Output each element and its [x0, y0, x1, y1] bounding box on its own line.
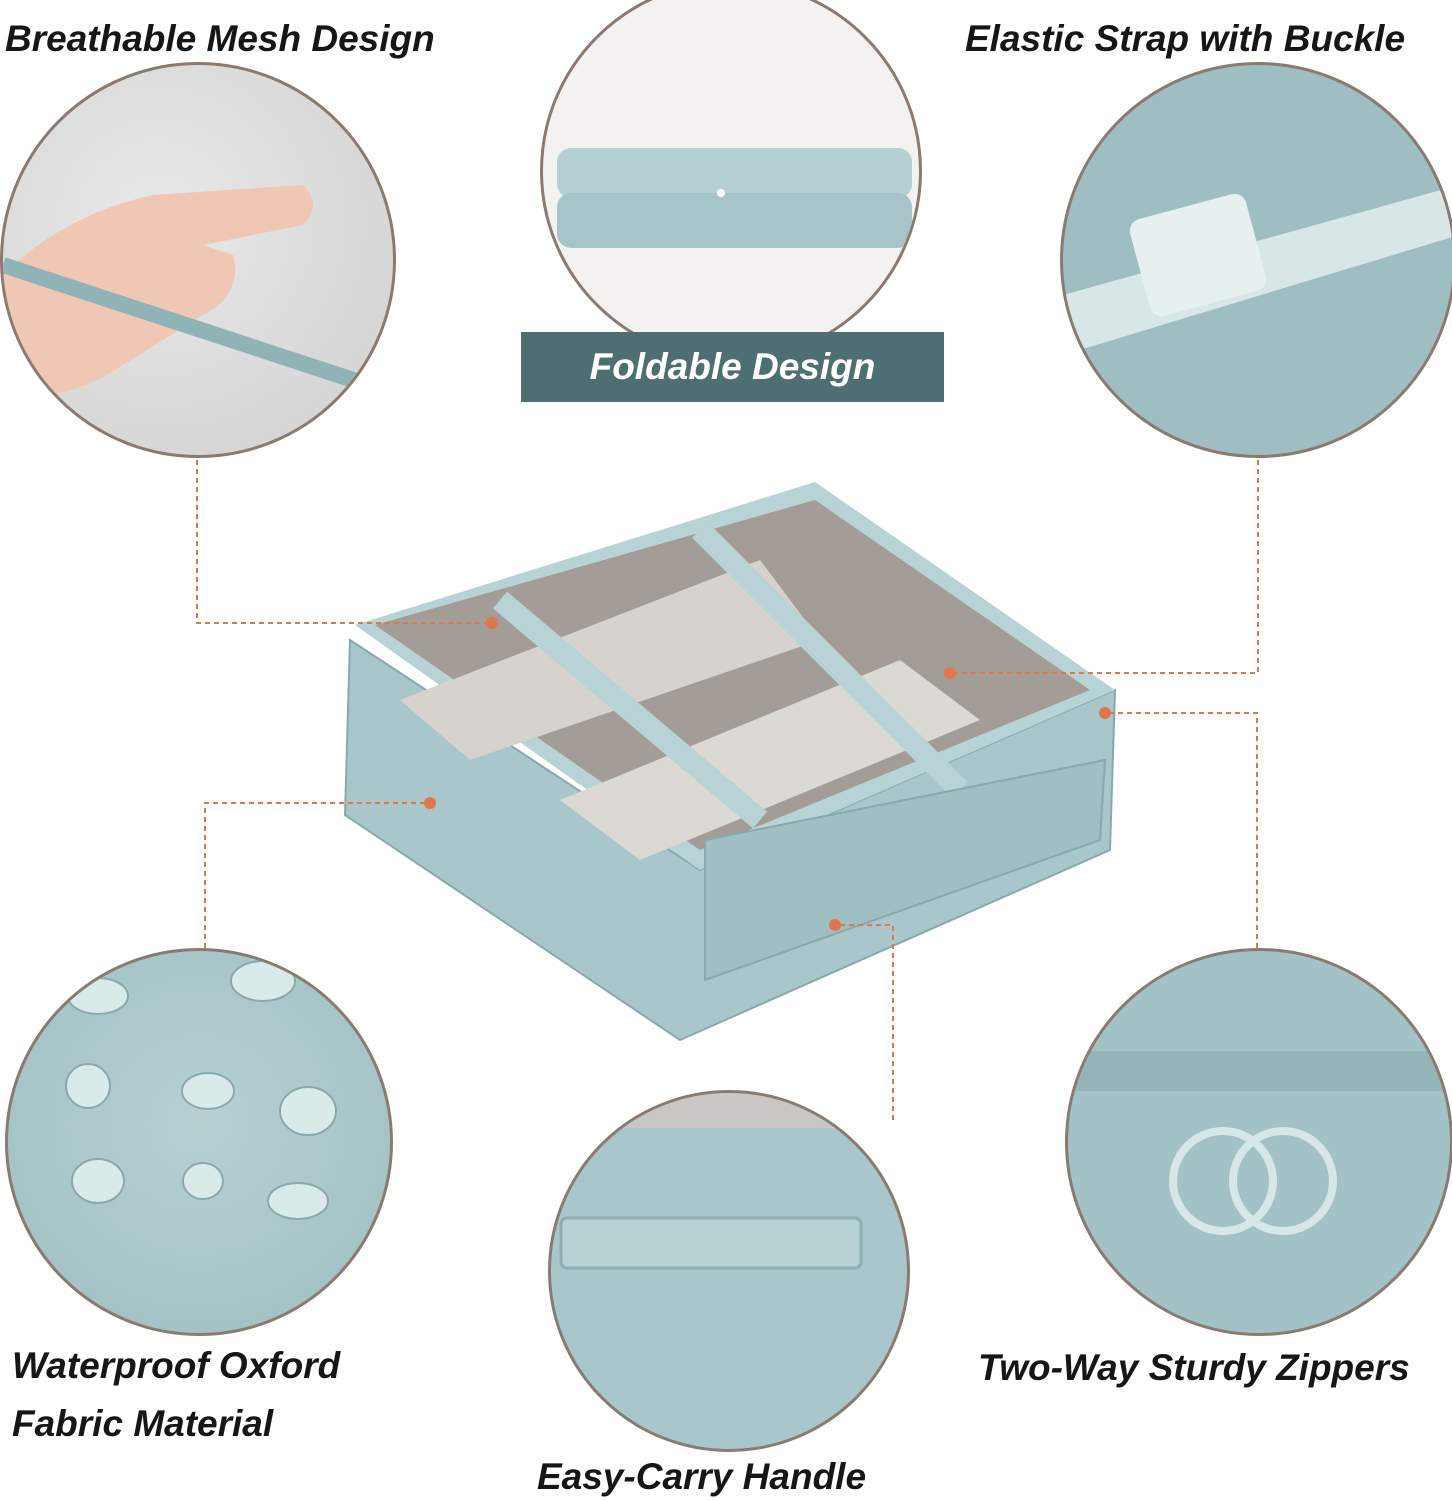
rolled-clothes [560, 660, 980, 860]
feature-label-mesh: Breathable Mesh Design [5, 18, 435, 59]
waterproof-detail-photo [5, 948, 393, 1336]
feature-label-zippers: Two-Way Sturdy Zippers [978, 1347, 1410, 1388]
leader-dots [424, 617, 1111, 931]
buckle-illustration [1063, 186, 1452, 355]
foldable-banner: Foldable Design [521, 332, 944, 402]
handle-detail-photo [548, 1090, 910, 1452]
handle-panel [704, 758, 1107, 982]
bag-sides [343, 638, 1117, 1042]
feature-label-waterproof-1: Waterproof Oxford [12, 1345, 341, 1386]
feature-label-waterproof-2: Fabric Material [12, 1403, 274, 1444]
hand-mesh-illustration [3, 185, 393, 402]
elastic-straps [492, 522, 968, 829]
rolled-clothes [400, 560, 820, 760]
mesh-detail-photo [0, 62, 396, 458]
bag-top-border [355, 482, 1115, 870]
strap-detail-photo [1060, 62, 1452, 458]
feature-label-handle: Easy-Carry Handle [537, 1456, 867, 1497]
water-droplets-illustration [65, 960, 337, 1220]
mesh-top [375, 500, 1090, 850]
handle-illustration [551, 1093, 907, 1270]
feature-label-strap: Elastic Strap with Buckle [965, 18, 1406, 59]
zipper-rings-illustration [1068, 1051, 1450, 1235]
foldable-detail-photo [540, 0, 922, 362]
folded-bag-illustration [557, 148, 912, 248]
zipper-detail-photo [1065, 948, 1452, 1336]
